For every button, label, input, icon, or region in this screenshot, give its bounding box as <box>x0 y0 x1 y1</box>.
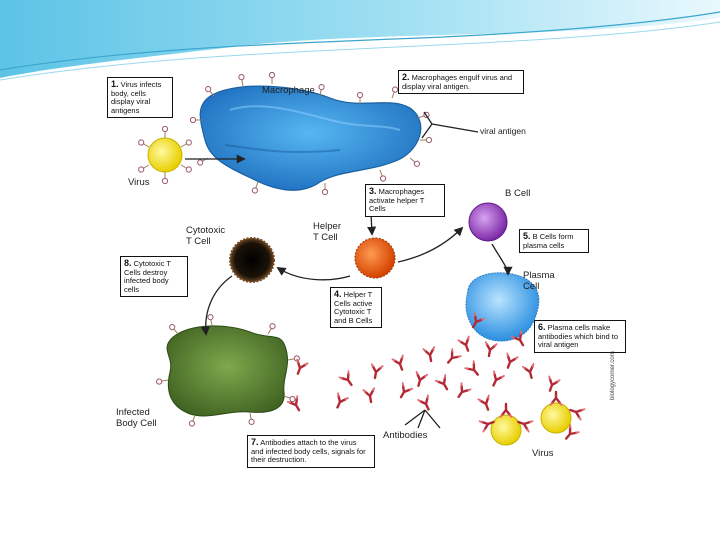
cytotoxic-t-label-1: Cytotoxic <box>186 225 226 236</box>
step-3-callout: 3. Macrophages activate helper T Cells <box>365 184 445 217</box>
infected-body-cell <box>166 325 289 417</box>
step-2-callout: 2. Macrophages engulf virus and display … <box>398 70 524 95</box>
virus-left-label: Virus <box>128 177 150 188</box>
virus-right-label: Virus <box>532 448 554 459</box>
step-8-callout: 8. Cytotoxic T Cells destroy infected bo… <box>120 256 188 298</box>
infected-cell-label-1: Infected <box>116 407 150 418</box>
cytotoxic-t-label-2: T Cell <box>186 236 211 247</box>
virus-right-1 <box>478 402 534 446</box>
b-cell <box>468 202 508 242</box>
infected-cell-label-2: Body Cell <box>116 418 157 429</box>
helper-t-label-2: T Cell <box>313 232 338 243</box>
cytotoxic-t-cell <box>229 237 275 283</box>
viral-antigen-label: viral antigen <box>480 126 526 136</box>
step-7-callout: 7. Antibodies attach to the virus and in… <box>247 435 375 468</box>
plasma-cell-label-1: Plasma <box>523 270 555 281</box>
step-5-callout: 5. B Cells form plasma cells <box>519 229 589 254</box>
step-6-callout: 6. Plasma cells make antibodies which bi… <box>534 320 626 353</box>
step-1-callout: 1. Virus infects body, cells display vir… <box>107 77 173 119</box>
b-cell-label: B Cell <box>505 188 531 199</box>
credit-text: biologycorner.com <box>610 351 616 400</box>
step-4-callout: 4. Helper T Cells active Cytotoxic T and… <box>330 287 382 329</box>
antibodies-label: Antibodies <box>383 430 428 441</box>
virus-right-2 <box>540 390 586 444</box>
plasma-cell-label-2: Cell <box>523 281 540 292</box>
helper-t-cell <box>354 237 396 279</box>
virus-left <box>137 125 193 185</box>
header-wave <box>0 0 720 81</box>
macrophage-cell <box>199 85 422 191</box>
helper-t-label-1: Helper <box>313 221 341 232</box>
macrophage-label: Macrophage <box>262 85 315 96</box>
